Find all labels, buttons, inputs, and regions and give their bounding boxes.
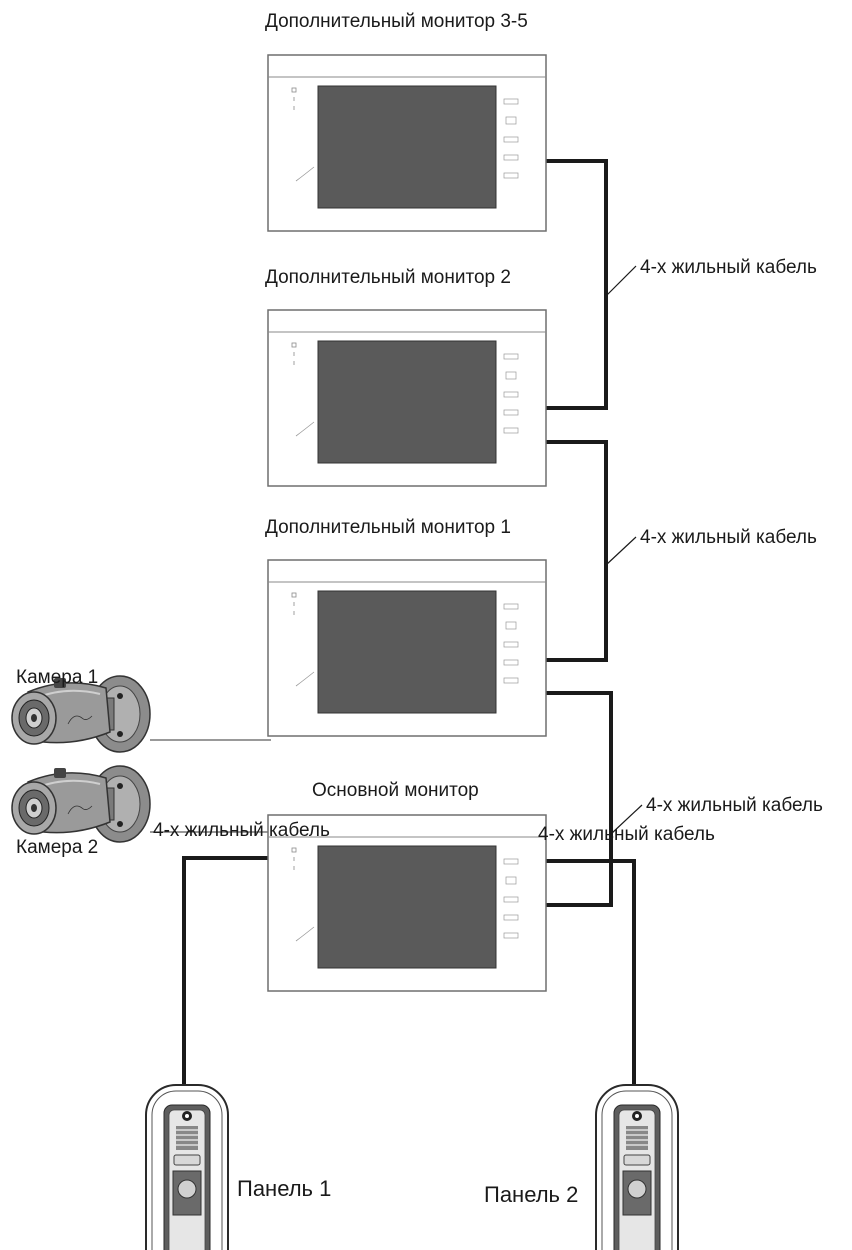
- cable-label-2: 4-х жильный кабель: [640, 527, 817, 548]
- monitor-extra-3-5: [267, 54, 547, 232]
- monitor-main: [267, 814, 547, 992]
- door-panel-1: [145, 1084, 229, 1250]
- cable-monitor2-monitor1: [546, 440, 608, 662]
- panel-2-label: Панель 2: [484, 1182, 578, 1207]
- monitor-main-label: Основной монитор: [312, 780, 479, 801]
- monitor-extra-1-label: Дополнительный монитор 1: [265, 517, 511, 538]
- cable-label-5: 4-х жильный кабель: [538, 824, 715, 845]
- monitor-extra-2-label: Дополнительный монитор 2: [265, 267, 511, 288]
- cable-monitor1-main: [546, 691, 613, 907]
- monitor-extra-1: [267, 559, 547, 737]
- monitor-extra-3-5-label: Дополнительный монитор 3-5: [265, 11, 528, 32]
- cable-label-3: 4-х жильный кабель: [646, 795, 823, 816]
- cable-label-leader-1: [605, 265, 637, 297]
- panel-1-label: Панель 1: [237, 1176, 331, 1201]
- cable-label-leader-2: [605, 536, 637, 566]
- cable-label-4: 4-х жильный кабель: [153, 820, 330, 841]
- cable-label-1: 4-х жильный кабель: [640, 257, 817, 278]
- camera-2-label: Камера 2: [16, 837, 98, 858]
- door-panel-2: [595, 1084, 679, 1250]
- monitor-extra-2: [267, 309, 547, 487]
- camera-2: [11, 765, 151, 843]
- camera-1-label: Камера 1: [16, 667, 98, 688]
- cable-label-leader-3: [610, 804, 643, 835]
- cable-monitor35-monitor2: [546, 159, 608, 410]
